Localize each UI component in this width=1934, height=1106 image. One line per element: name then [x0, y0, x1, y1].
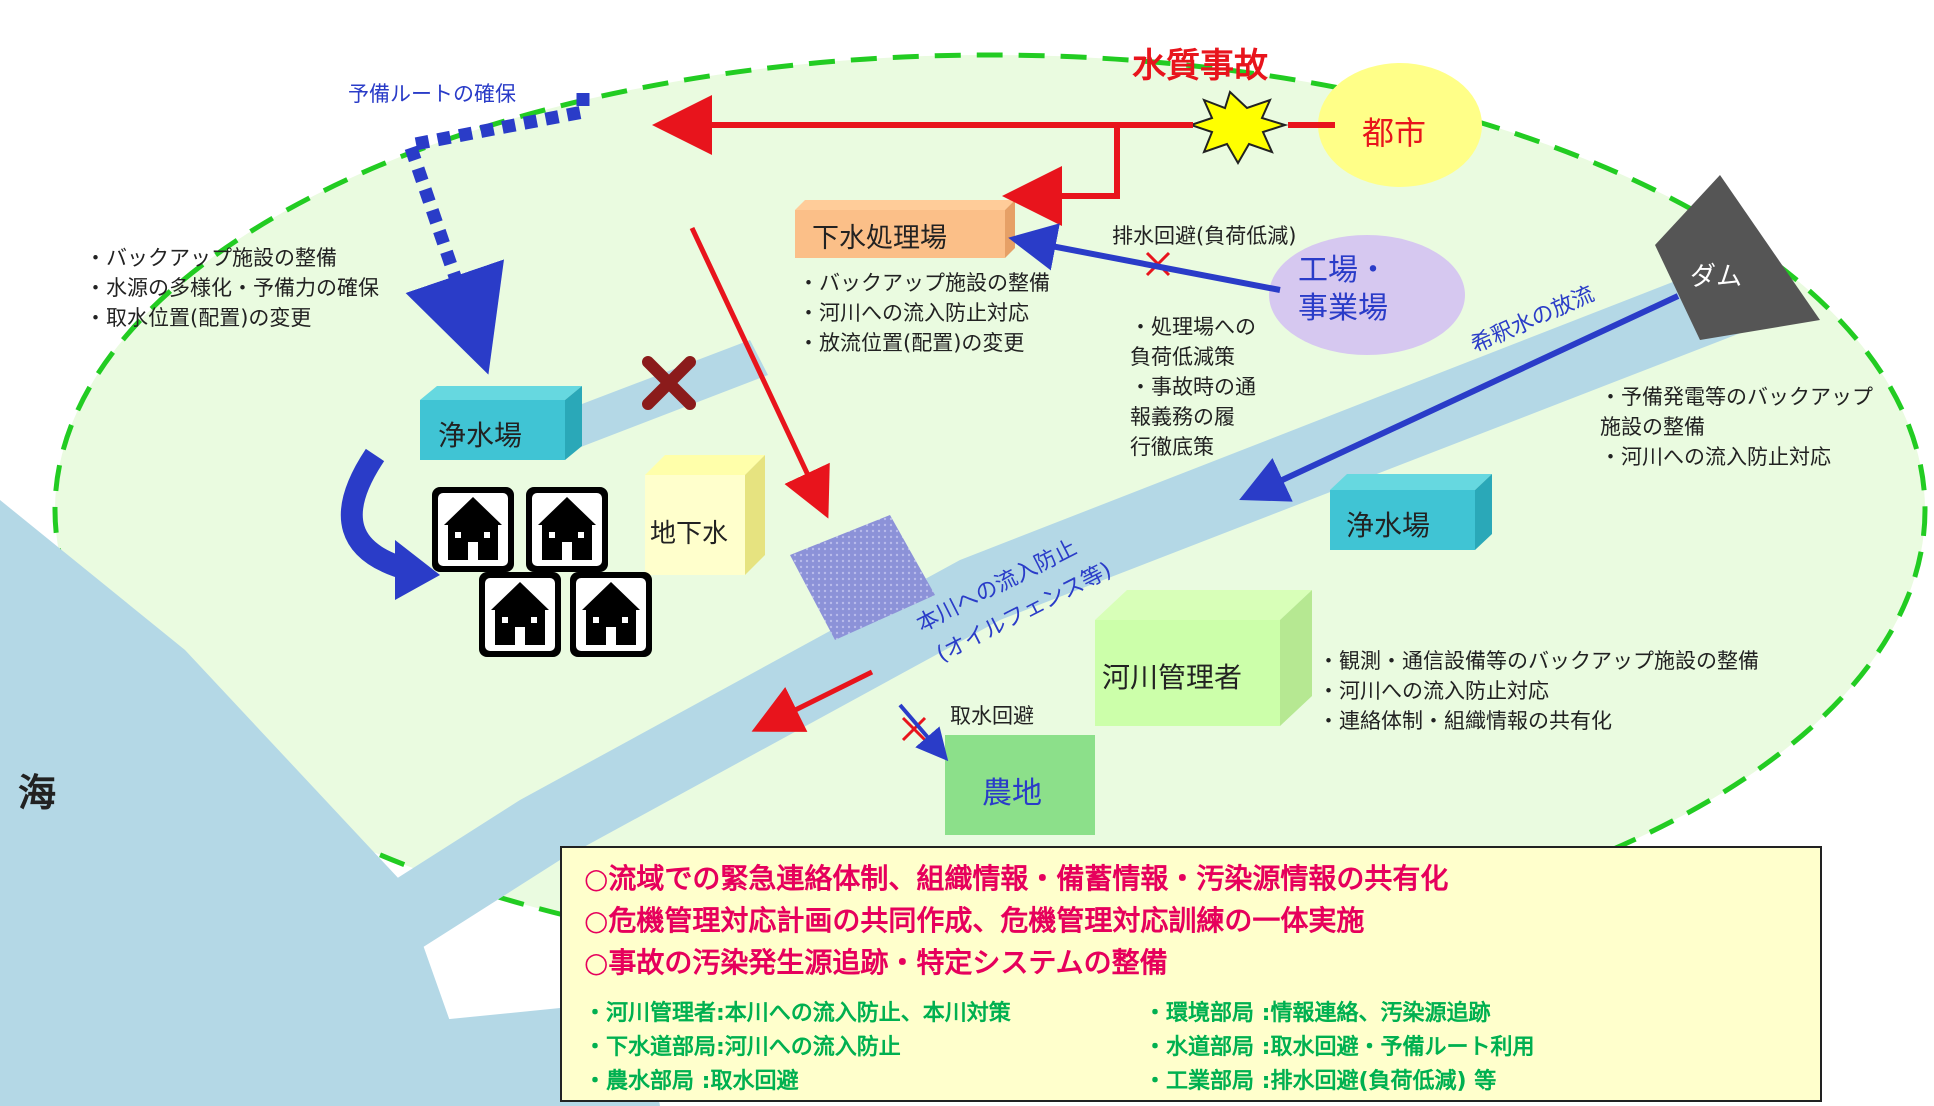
- groundwater-label: 地下水: [650, 519, 729, 549]
- role-list: ・河川管理者:本川への流入防止、本川対策 ・環境部局 :情報連絡、汚染源追跡 ・…: [584, 998, 1810, 1098]
- city-circle: [1318, 63, 1482, 187]
- note-line: ・バックアップ施設の整備: [798, 271, 1050, 295]
- water-plant-right-box: [1330, 474, 1492, 550]
- note-line: ・取水位置(配置)の変更: [85, 306, 312, 330]
- sewage-plant-box: [795, 200, 1015, 258]
- note-line: ・連絡体制・組織情報の共有化: [1318, 709, 1612, 733]
- note-line: ・予備発電等のバックアップ: [1600, 385, 1873, 409]
- note-line: 行徹底策: [1130, 435, 1214, 459]
- pollutant-patch: [790, 515, 935, 640]
- left-notes: ・バックアップ施設の整備 ・水源の多様化・予備力の確保 ・取水位置(配置)の変更: [85, 243, 379, 333]
- river-manager-notes: ・観測・通信設備等のバックアップ施設の整備 ・河川への流入防止対応 ・連絡体制・…: [1318, 646, 1759, 736]
- role-item: ・農水部局 :取水回避: [584, 1069, 799, 1094]
- supply-arrowhead: [395, 540, 440, 600]
- note-line: ・水源の多様化・予備力の確保: [85, 276, 379, 300]
- discharge-avoid-label: 排水回避(負荷低減): [1112, 224, 1297, 248]
- river-manager-box: [1095, 590, 1312, 726]
- houses-icon: [432, 487, 652, 657]
- sewage-notes: ・バックアップ施設の整備 ・河川への流入防止対応 ・放流位置(配置)の変更: [798, 268, 1050, 358]
- note-line: ・事故時の通: [1130, 375, 1256, 399]
- summary-headline: ○流域での緊急連絡体制、組織情報・備蓄情報・汚染源情報の共有化: [584, 862, 1449, 895]
- water-plant-right-label: 浄水場: [1346, 509, 1431, 542]
- note-line: ・処理場への: [1130, 315, 1256, 339]
- accident-to-sewage-arrow: [1002, 125, 1120, 226]
- factory-notes: ・処理場への 負荷低減策 ・事故時の通 報義務の履 行徹底策: [1130, 312, 1256, 462]
- note-line: ・観測・通信設備等のバックアップ施設の整備: [1318, 649, 1759, 673]
- summary-headline: ○危機管理対応計画の共同作成、危機管理対応訓練の一体実施: [584, 904, 1365, 937]
- note-line: 報義務の履: [1130, 405, 1235, 429]
- role-item: ・水道部局 :取水回避・予備ルート利用: [1144, 1035, 1535, 1060]
- note-line: ・河川への流入防止対応: [1318, 679, 1549, 703]
- note-line: ・河川への流入防止対応: [1600, 445, 1831, 469]
- backup-route-arrow: [401, 93, 590, 375]
- intake-avoid-label: 取水回避: [950, 704, 1034, 728]
- role-item: ・環境部局 :情報連絡、汚染源追跡: [1144, 1001, 1491, 1026]
- note-line: ・河川への流入防止対応: [798, 301, 1029, 325]
- farmland-box: [945, 735, 1095, 835]
- summary-headline: ○事故の汚染発生源追跡・特定システムの整備: [584, 946, 1168, 979]
- note-line: ・放流位置(配置)の変更: [798, 331, 1025, 355]
- water-plant-left-box: [420, 386, 582, 460]
- note-line: 施設の整備: [1600, 415, 1705, 439]
- accident-label: 水質事故: [1132, 46, 1268, 86]
- water-plant-left-label: 浄水場: [438, 419, 523, 452]
- river-manager-label: 河川管理者: [1102, 661, 1243, 694]
- note-line: 負荷低減策: [1130, 345, 1235, 369]
- backup-route-label: 予備ルートの確保: [348, 82, 516, 106]
- blocked-intake-x-icon: [642, 356, 696, 410]
- factory-ellipse: [1269, 235, 1465, 355]
- role-item: ・下水道部局:河川への流入防止: [584, 1035, 901, 1060]
- groundwater-box: [645, 455, 765, 575]
- summary-box: ○流域での緊急連絡体制、組織情報・備蓄情報・汚染源情報の共有化 ○危機管理対応計…: [560, 846, 1822, 1102]
- intake-avoid-arrow: [898, 703, 949, 762]
- city-label: 都市: [1362, 114, 1427, 152]
- note-line: ・バックアップ施設の整備: [85, 246, 337, 270]
- downstream-arrow: [751, 669, 874, 732]
- dam-label: ダム: [1690, 262, 1743, 292]
- dam-shape: [1655, 175, 1820, 340]
- dam-release-arrow: [1239, 293, 1680, 502]
- role-item: ・河川管理者:本川への流入防止、本川対策: [584, 1001, 1011, 1026]
- role-item: ・工業部局 :排水回避(負荷低減) 等: [1144, 1069, 1497, 1094]
- main-river: [300, 248, 1800, 1000]
- supply-curved-arrow: [340, 448, 414, 581]
- farmland-label: 農地: [982, 776, 1042, 811]
- factory-label: 工場・ 事業場: [1298, 253, 1388, 326]
- sewage-plant-label: 下水処理場: [812, 223, 947, 254]
- accident-star-icon: [1187, 90, 1289, 165]
- runoff-arrow: [689, 226, 830, 519]
- dam-notes: ・予備発電等のバックアップ 施設の整備 ・河川への流入防止対応: [1600, 382, 1873, 472]
- factory-discharge-arrow: [1008, 223, 1281, 293]
- sea-label: 海: [18, 771, 57, 815]
